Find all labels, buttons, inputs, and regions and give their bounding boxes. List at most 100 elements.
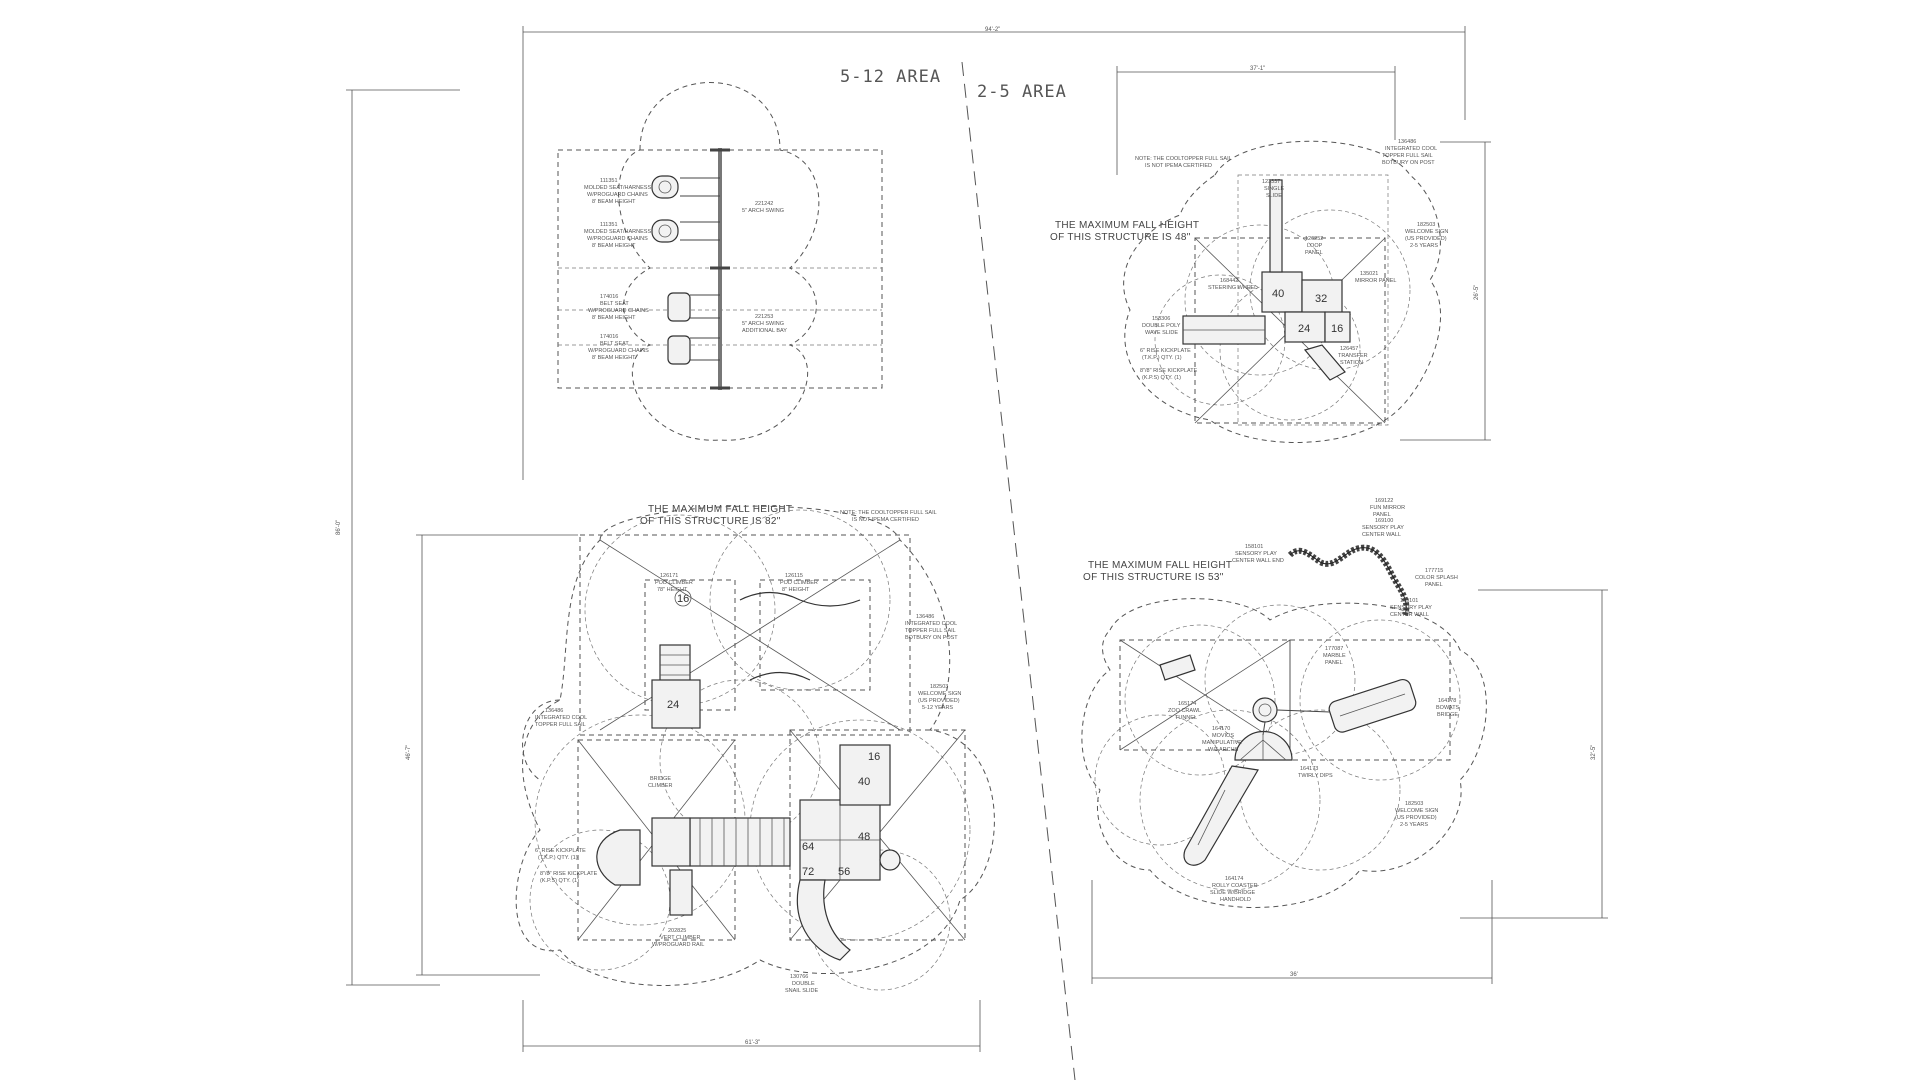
- large-label-bridge-climber: BRIDGE CLIMBER: [648, 776, 672, 789]
- sensory-label-center-wall-2: 169101 SENSORY PLAY CENTER WALL: [1390, 598, 1432, 618]
- svg-text:TRANSFER: TRANSFER: [1338, 353, 1368, 359]
- svg-text:8" HEIGHT: 8" HEIGHT: [782, 587, 810, 593]
- svg-text:SENSORY PLAY: SENSORY PLAY: [1362, 525, 1404, 531]
- zoo-crawl-tunnel: [1159, 654, 1196, 681]
- swing-label-5: 174016 BELT SEAT W/PROGUARD CHAINS 8' BE…: [588, 334, 649, 361]
- small-label-kickplate-1: 6" RISE KICKPLATE (T.K.P.) QTY. (1): [1140, 348, 1191, 361]
- svg-text:153306: 153306: [1152, 316, 1170, 322]
- svg-text:SENSORY PLAY: SENSORY PLAY: [1390, 605, 1432, 611]
- svg-text:158101: 158101: [1245, 544, 1263, 550]
- svg-text:MANIPULATIVE: MANIPULATIVE: [1202, 740, 1242, 746]
- svg-text:56: 56: [838, 866, 850, 878]
- small-label-loop-panel: 126252 LOOP PANEL: [1305, 236, 1323, 256]
- svg-text:8' BEAM HEIGHT: 8' BEAM HEIGHT: [592, 243, 636, 249]
- svg-text:174016: 174016: [600, 334, 618, 340]
- svg-text:40: 40: [1272, 288, 1284, 300]
- svg-text:MOLDED SEAT/HARNESS: MOLDED SEAT/HARNESS: [584, 185, 651, 191]
- small-label-cooltopper: 136486 INTEGRATED COOL TOPPER FULL SAIL …: [1382, 139, 1437, 166]
- svg-text:MOLDED SEAT/HARNESS: MOLDED SEAT/HARNESS: [584, 229, 651, 235]
- svg-text:BOWATS: BOWATS: [1436, 705, 1460, 711]
- bridge: [689, 817, 791, 867]
- sensory-label-twirly-dips: 164173 TWIRLY DIPS: [1298, 766, 1333, 779]
- svg-text:CENTER WALL: CENTER WALL: [1390, 612, 1429, 618]
- svg-text:(US PROVIDED): (US PROVIDED): [1395, 815, 1437, 821]
- svg-text:(US PROVIDED): (US PROVIDED): [1405, 236, 1447, 242]
- svg-text:SINGLE: SINGLE: [1264, 186, 1285, 192]
- large-deck-numbers: 16 24 64 72 56 48 40 16: [667, 589, 880, 878]
- svg-text:PANEL: PANEL: [1425, 582, 1443, 588]
- svg-text:WAVE SLIDE: WAVE SLIDE: [1145, 330, 1178, 336]
- svg-text:64: 64: [802, 841, 814, 853]
- svg-text:164178: 164178: [1438, 698, 1456, 704]
- svg-text:(T.K.P.) QTY. (1): (T.K.P.) QTY. (1): [538, 855, 578, 861]
- svg-text:STATION: STATION: [1340, 360, 1363, 366]
- small-deck-32: [1301, 279, 1343, 316]
- svg-text:WELCOME SIGN: WELCOME SIGN: [1405, 229, 1448, 235]
- fall-height-large-line1: THE MAXIMUM FALL HEIGHT: [648, 504, 792, 515]
- svg-text:BRIDGE: BRIDGE: [650, 776, 671, 782]
- svg-text:126171: 126171: [660, 573, 678, 579]
- svg-text:PANEL: PANEL: [1305, 250, 1323, 256]
- svg-text:126252: 126252: [1305, 236, 1323, 242]
- twirly-dips: [1234, 730, 1293, 761]
- large-label-welcome-sign: 182503 WELCOME SIGN (US PROVIDED) 5-12 Y…: [918, 684, 961, 711]
- svg-text:TOPPER FULL SAIL: TOPPER FULL SAIL: [535, 722, 586, 728]
- rolly-coaster-slide: [1183, 765, 1259, 866]
- fall-height-large-line2: OF THIS STRUCTURE IS 82": [640, 516, 781, 527]
- large-width-dim: 61'-3": [745, 1040, 760, 1046]
- large-label-kickplate-1: 6" RISE KICKPLATE (T.K.P.) QTY. (1): [535, 848, 586, 861]
- svg-text:CENTER WALL END: CENTER WALL END: [1232, 558, 1284, 564]
- svg-text:INTEGRATED COOL: INTEGRATED COOL: [535, 715, 587, 721]
- swing-label-6: 221253 5" ARCH SWING ADDITIONAL BAY: [742, 314, 787, 334]
- deck-upper: [839, 744, 891, 806]
- small-label-kickplate-2: 8"/8" RISE KICKPLATE (K.P.S) QTY. (1): [1140, 368, 1198, 381]
- svg-text:ZOO CRAWL: ZOO CRAWL: [1168, 708, 1201, 714]
- sensory-label-zoo-crawl: 165174 ZOO CRAWL TUNNEL: [1168, 701, 1201, 721]
- svg-text:16: 16: [1331, 323, 1343, 335]
- svg-text:(K.P.S) QTY. (1): (K.P.S) QTY. (1): [1142, 375, 1181, 381]
- svg-text:BELT SEAT: BELT SEAT: [600, 341, 629, 347]
- svg-text:6" RISE KICKPLATE: 6" RISE KICKPLATE: [1140, 348, 1191, 354]
- svg-text:TUNNEL: TUNNEL: [1175, 715, 1197, 721]
- area-divider-line: [961, 61, 1076, 1080]
- snail-slide: [796, 879, 851, 961]
- small-deck-16: [1324, 311, 1351, 343]
- svg-text:111351: 111351: [600, 222, 618, 228]
- svg-text:221253: 221253: [755, 314, 773, 320]
- svg-text:(T.K.P.) QTY. (1): (T.K.P.) QTY. (1): [1142, 355, 1182, 361]
- fall-height-sensory-line2: OF THIS STRUCTURE IS 53": [1083, 572, 1224, 583]
- svg-text:VERT CLIMBER: VERT CLIMBER: [660, 935, 700, 941]
- svg-text:126457: 126457: [1340, 346, 1358, 352]
- sensory-label-fun-mirror: 169122 FUN MIRROR PANEL: [1370, 498, 1405, 518]
- svg-text:8"/8" RISE KICKPLATE: 8"/8" RISE KICKPLATE: [540, 871, 598, 877]
- svg-text:169101: 169101: [1400, 598, 1418, 604]
- svg-text:INTEGRATED COOL: INTEGRATED COOL: [1385, 146, 1437, 152]
- svg-text:8' BEAM HEIGHT: 8' BEAM HEIGHT: [592, 355, 636, 361]
- svg-text:24: 24: [1298, 323, 1310, 335]
- sensory-label-wall-end: 158101 SENSORY PLAY CENTER WALL END: [1232, 544, 1284, 564]
- svg-text:HANDHOLD: HANDHOLD: [1220, 897, 1251, 903]
- small-deck-24: [1284, 311, 1326, 343]
- sensory-label-welcome-sign: 182503 WELCOME SIGN (US PROVIDED) 2-5 YE…: [1395, 801, 1438, 828]
- svg-text:BRIDGE: BRIDGE: [1437, 712, 1458, 718]
- svg-text:WELCOME SIGN: WELCOME SIGN: [1395, 808, 1438, 814]
- small-deck-40: [1261, 271, 1303, 313]
- large-height-dim: 46'-7": [406, 745, 412, 760]
- svg-text:136486: 136486: [545, 708, 563, 714]
- svg-text:24: 24: [667, 699, 679, 711]
- svg-text:8"/8" RISE KICKPLATE: 8"/8" RISE KICKPLATE: [1140, 368, 1198, 374]
- sensory-label-color-splash: 177715 COLOR SPLASH PANEL: [1415, 568, 1458, 588]
- svg-text:165174: 165174: [1178, 701, 1196, 707]
- svg-text:(K.P.S) QTY. (1): (K.P.S) QTY. (1): [540, 878, 579, 884]
- single-slide: [1269, 179, 1283, 273]
- svg-text:(US PROVIDED): (US PROVIDED): [918, 698, 960, 704]
- svg-text:W/PROGUARD CHAINS: W/PROGUARD CHAINS: [587, 192, 648, 198]
- large-label-pod-climber-2: 126115 POD CLIMBER 8" HEIGHT: [780, 573, 818, 593]
- svg-text:78" HEIGHT: 78" HEIGHT: [657, 587, 688, 593]
- small-label-mirror-panel: 135021 MIRROR PANEL: [1355, 271, 1396, 284]
- large-label-kickplate-2: 8"/8" RISE KICKPLATE (K.P.S) QTY. (1): [540, 871, 598, 884]
- svg-text:168442: 168442: [1220, 278, 1238, 284]
- deck-24: [651, 679, 701, 729]
- fall-height-sensory-line1: THE MAXIMUM FALL HEIGHT: [1088, 560, 1232, 571]
